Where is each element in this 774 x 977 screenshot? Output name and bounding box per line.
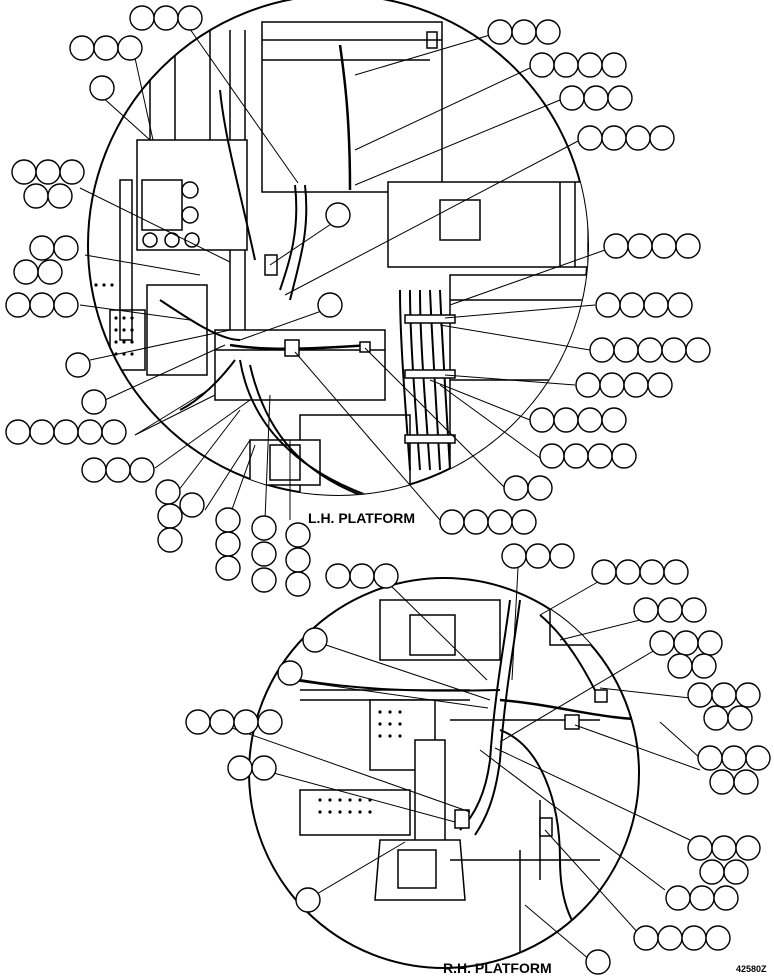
lh-detail-linework	[94, 20, 588, 495]
rh-leader-lines	[214, 567, 701, 961]
rh-callout-balloons	[185, 543, 771, 975]
lh-platform-detail: L.H. PLATFORM	[5, 0, 711, 597]
figure-id: 42580Z	[736, 964, 767, 974]
rh-platform-label: R.H. PLATFORM	[443, 960, 552, 976]
rh-platform-detail: R.H. PLATFORM	[185, 543, 771, 976]
lh-platform-label: L.H. PLATFORM	[308, 510, 415, 526]
lh-callout-balloons	[5, 5, 711, 597]
lh-leader-lines	[79, 21, 606, 521]
